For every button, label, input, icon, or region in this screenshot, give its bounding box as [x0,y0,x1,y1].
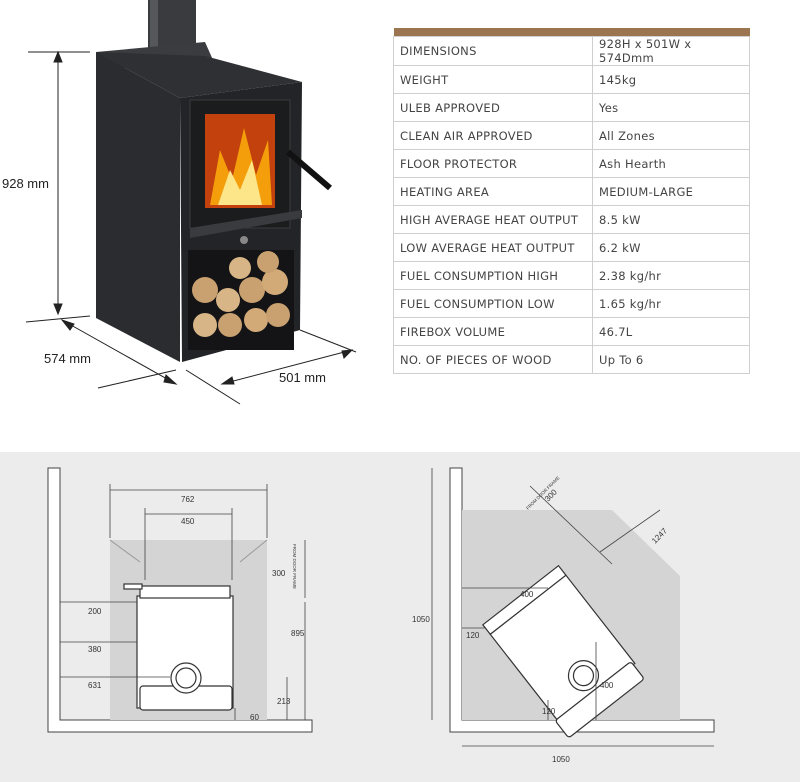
spec-key: DIMENSIONS [393,36,593,66]
spec-value: Yes [592,93,750,122]
from-door-frame-note: FROM DOOR FRAME [292,544,297,589]
spec-value: 928H x 501W x 574Dmm [592,36,750,66]
spec-key: FIREBOX VOLUME [393,317,593,346]
spec-value: All Zones [592,121,750,150]
height-dimension-label: 928 mm [2,176,49,191]
stove-outline-corner [482,564,644,738]
spec-key: FUEL CONSUMPTION LOW [393,289,593,318]
wall-clearance-plan [47,467,313,733]
dim-300: 300 [272,569,286,578]
spec-key: HIGH AVERAGE HEAT OUTPUT [393,205,593,234]
dim-213: 213 [277,697,291,706]
spec-key: LOW AVERAGE HEAT OUTPUT [393,233,593,262]
spec-key: NO. OF PIECES OF WOOD [393,345,593,374]
firewood-logs [192,251,290,337]
dim-450: 450 [181,517,195,526]
spec-value: 145kg [592,65,750,94]
wall [449,467,715,733]
clearance-diagrams-panel: 762 450 300 FROM DOOR FRAME 895 200 380 … [0,452,800,782]
spec-table-header-bar [393,28,750,37]
dim-380: 380 [88,645,102,654]
dim-120-left: 120 [466,631,480,640]
spec-value: 8.5 kW [592,205,750,234]
width-dimension-label: 501 mm [279,370,326,385]
dimension-lines [431,468,714,747]
spec-value: 6.2 kW [592,233,750,262]
dim-400-right: 400 [600,681,614,690]
spec-value: Up To 6 [592,345,750,374]
dim-200: 200 [88,607,102,616]
spec-key: HEATING AREA [393,177,593,206]
stove-outline-front [123,583,234,711]
stove-side [96,52,180,362]
stove-illustration [25,0,357,405]
dim-1050-horizontal: 1050 [552,755,570,764]
spec-value: MEDIUM-LARGE [592,177,750,206]
dim-631: 631 [88,681,102,690]
dimension-lines [60,484,306,720]
dim-895: 895 [291,629,305,638]
spec-key: ULEB APPROVED [393,93,593,122]
dim-762: 762 [181,495,195,504]
dim-1247: 1247 [650,526,669,545]
depth-dimension-label: 574 mm [44,351,91,366]
dim-1050-vertical: 1050 [412,615,430,624]
dimension-lines [25,50,357,405]
door-handle[interactable] [286,149,332,191]
corner-clearance-plan [431,467,715,747]
dim-60: 60 [250,713,259,722]
spec-value: 46.7L [592,317,750,346]
spec-key: FLOOR PROTECTOR [393,149,593,178]
spec-key: WEIGHT [393,65,593,94]
dim-120-bottom: 120 [542,707,556,716]
spec-value: 1.65 kg/hr [592,289,750,318]
spec-value: 2.38 kg/hr [592,261,750,290]
stove-top [96,52,302,98]
spec-key: CLEAN AIR APPROVED [393,121,593,150]
spec-value: Ash Hearth [592,149,750,178]
wall [47,467,313,733]
spec-key: FUEL CONSUMPTION HIGH [393,261,593,290]
dim-400-top: 400 [520,590,534,599]
